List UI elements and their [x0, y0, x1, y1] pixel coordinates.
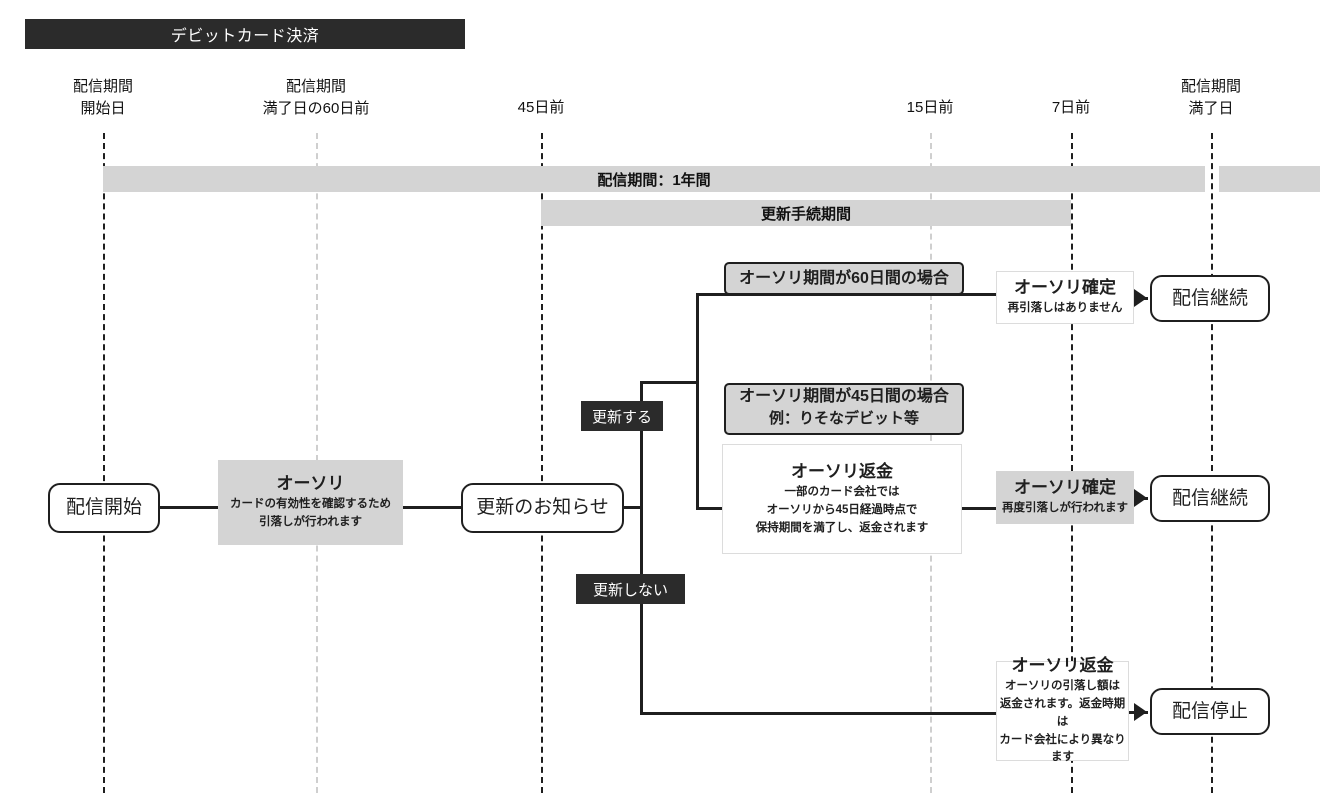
node-authorization[interactable]: オーソリ カードの有効性を確認するため 引落しが行われます — [218, 460, 403, 545]
connector-authorization-to-notice — [403, 506, 461, 509]
node-case-45days-title: オーソリ期間が45日間の場合 — [739, 388, 949, 406]
timeline-label-start: 配信期間 開始日 — [72, 78, 134, 117]
node-case-60days-title: オーソリ期間が60日間の場合 — [739, 269, 949, 287]
arrow-to-continue-top — [1134, 289, 1147, 307]
connector-refund-to-confirm-mid — [960, 507, 998, 510]
node-continue-mid[interactable]: 配信継続 — [1150, 475, 1270, 522]
bar-delivery-period-label: 配信期間：1年間 — [597, 171, 711, 189]
timeline-label-minus7: 7日前 — [1051, 99, 1091, 116]
chip-no-renew[interactable]: 更新しない — [576, 574, 685, 604]
connector-notice-to-branch — [624, 506, 643, 509]
node-refund-bottom[interactable]: オーソリ返金 オーソリの引落し額は 返金されます。返金時期は カード会社により異… — [996, 656, 1129, 763]
node-continue-mid-title: 配信継続 — [1171, 487, 1248, 509]
timeline-label-minus45: 45日前 — [517, 99, 565, 116]
node-refund-mid-title: オーソリ返金 — [791, 461, 893, 481]
node-authorization-title: オーソリ — [276, 474, 345, 494]
node-confirm-mid[interactable]: オーソリ確定 再度引落しが行われます — [996, 471, 1134, 524]
node-stop-title: 配信停止 — [1171, 700, 1248, 722]
connector-no-renew-to-refund-bottom — [640, 712, 998, 715]
node-stop[interactable]: 配信停止 — [1150, 688, 1270, 735]
timeline-line-end — [1211, 133, 1213, 793]
arrow-to-continue-mid — [1134, 489, 1147, 507]
timeline-label-end: 配信期間 満了日 — [1180, 78, 1242, 117]
node-confirm-top-subtitle: 再引落しはありません — [1007, 302, 1123, 315]
node-start-title: 配信開始 — [65, 497, 142, 519]
node-confirm-top-title: オーソリ確定 — [1014, 277, 1116, 297]
node-continue-top[interactable]: 配信継続 — [1150, 275, 1270, 322]
node-renewal-notice[interactable]: 更新のお知らせ — [461, 483, 624, 533]
timeline-label-minus15: 15日前 — [906, 99, 954, 116]
node-continue-top-title: 配信継続 — [1171, 287, 1248, 309]
arrow-to-stop — [1134, 703, 1147, 721]
node-refund-bottom-title: オーソリ返金 — [1011, 655, 1114, 675]
bar-delivery-period-next — [1219, 166, 1320, 192]
node-case-45days[interactable]: オーソリ期間が45日間の場合 例：りそなデビット等 — [724, 383, 964, 435]
node-refund-mid-line3: 保持期間を満了し、返金されます — [755, 521, 929, 534]
connector-renew-branch — [640, 381, 699, 384]
bar-delivery-period: 配信期間：1年間 — [103, 166, 1205, 192]
connector-start-to-authorization — [160, 506, 218, 509]
node-refund-bottom-line1: オーソリの引落し額は — [1005, 680, 1120, 693]
node-refund-mid-line1: 一部のカード会社では — [784, 485, 900, 498]
bar-renewal-procedure-label: 更新手続期間 — [760, 205, 851, 223]
branch-spine-lower — [640, 506, 643, 715]
node-authorization-line1: カードの有効性を確認するため — [230, 498, 391, 511]
timeline-line-minus45 — [541, 133, 543, 793]
timeline-line-start — [103, 133, 105, 793]
chip-renew[interactable]: 更新する — [581, 401, 663, 431]
timeline-line-minus7 — [1071, 133, 1073, 793]
node-confirm-mid-subtitle: 再度引落しが行われます — [1002, 502, 1128, 515]
node-confirm-top[interactable]: オーソリ確定 再引落しはありません — [996, 271, 1134, 324]
bar-renewal-procedure: 更新手続期間 — [541, 200, 1071, 226]
node-refund-mid-line2: オーソリから45日経過時点で — [766, 503, 918, 516]
node-refund-mid[interactable]: オーソリ返金 一部のカード会社では オーソリから45日経過時点で 保持期間を満了… — [722, 444, 962, 554]
connector-case45-to-refund — [696, 507, 726, 510]
node-renewal-notice-title: 更新のお知らせ — [476, 497, 609, 519]
branch-spine-upper — [640, 381, 643, 508]
node-start[interactable]: 配信開始 — [48, 483, 160, 533]
node-case-60days[interactable]: オーソリ期間が60日間の場合 — [724, 262, 964, 295]
node-confirm-mid-title: オーソリ確定 — [1014, 477, 1116, 497]
node-refund-bottom-line3: カード会社により異なります — [999, 733, 1126, 764]
node-authorization-line2: 引落しが行われます — [259, 516, 362, 529]
page-title: デビットカード決済 — [25, 19, 465, 49]
timeline-label-minus60: 配信期間 満了日の60日前 — [262, 78, 370, 117]
renew-sub-spine — [696, 293, 699, 509]
node-refund-bottom-line2: 返金されます。返金時期は — [999, 697, 1126, 728]
node-case-45days-subtitle: 例：りそなデビット等 — [768, 410, 919, 428]
